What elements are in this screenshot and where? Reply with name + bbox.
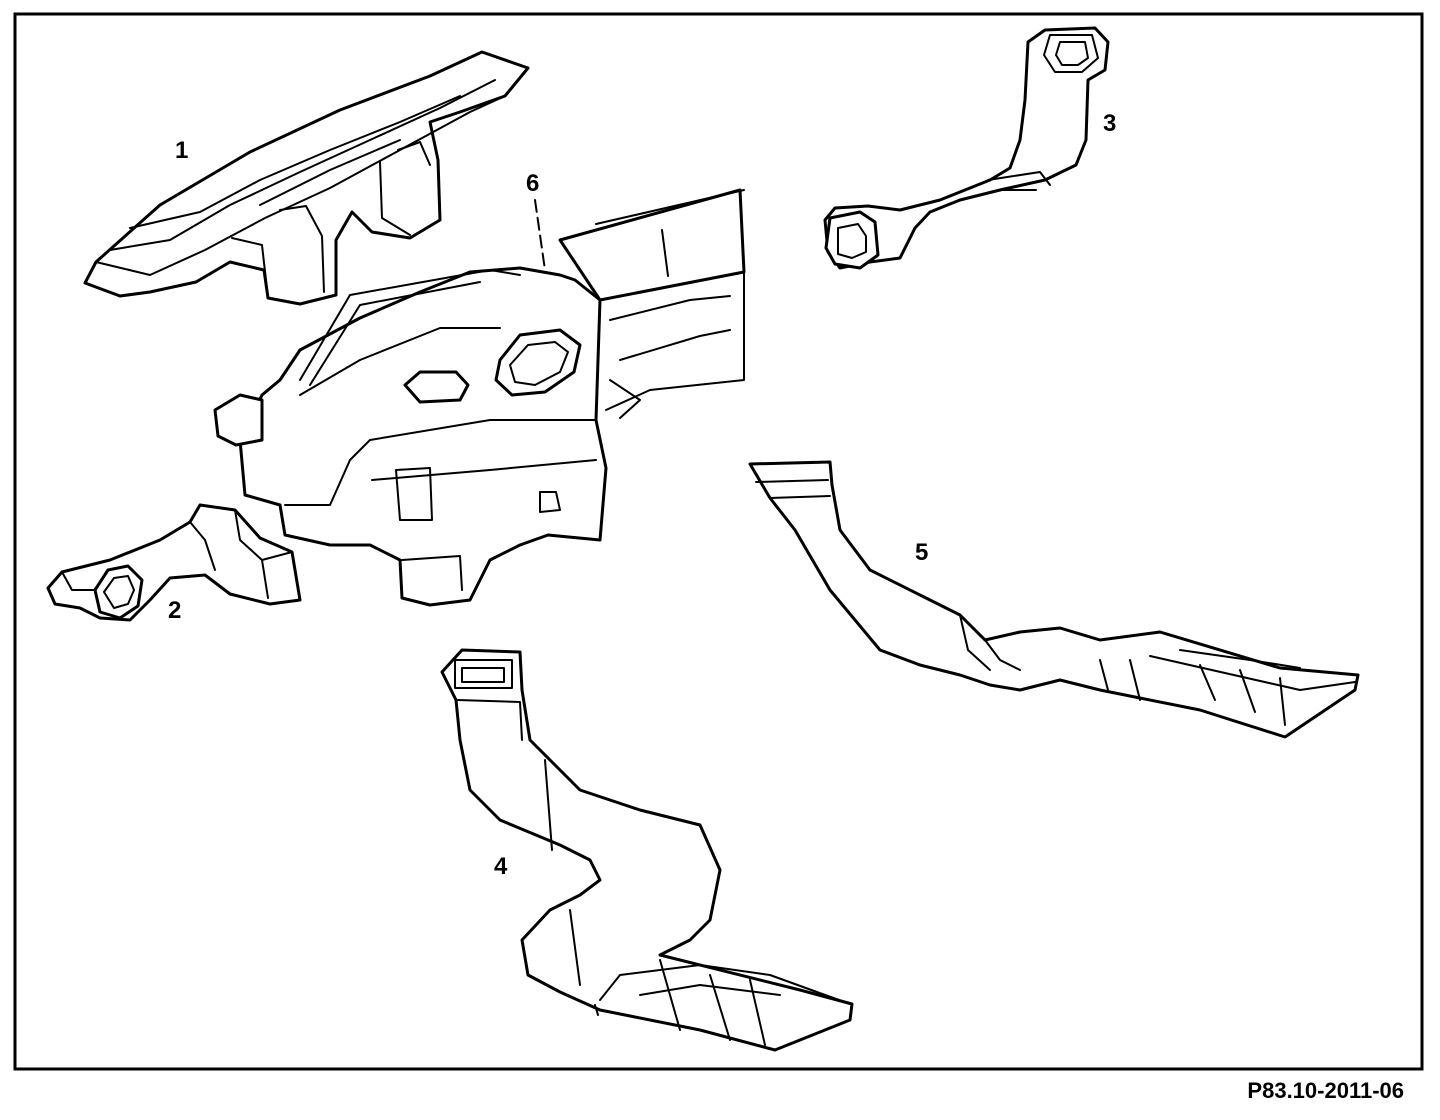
- diagram-frame: [13, 12, 1424, 1071]
- part-label-3: 3: [1103, 110, 1116, 137]
- part-label-2: 2: [168, 597, 181, 624]
- part-label-1: 1: [175, 137, 188, 164]
- part-label-4: 4: [494, 853, 508, 880]
- figure-reference-code: P83.10-2011-06: [1247, 1078, 1404, 1103]
- part-2-left-vent-duct: [46, 503, 302, 622]
- part-5-rear-footwell-duct-right: [748, 460, 1360, 739]
- part-4-rear-footwell-duct-left: [440, 648, 854, 1052]
- part-6-leader-line: [534, 199, 546, 271]
- part-label-6: 6: [526, 170, 539, 197]
- part-label-5: 5: [915, 539, 928, 566]
- part-6-heater-unit: [213, 188, 746, 607]
- part-1-defroster-duct: [83, 50, 530, 306]
- part-3-right-vent-duct: [823, 26, 1110, 270]
